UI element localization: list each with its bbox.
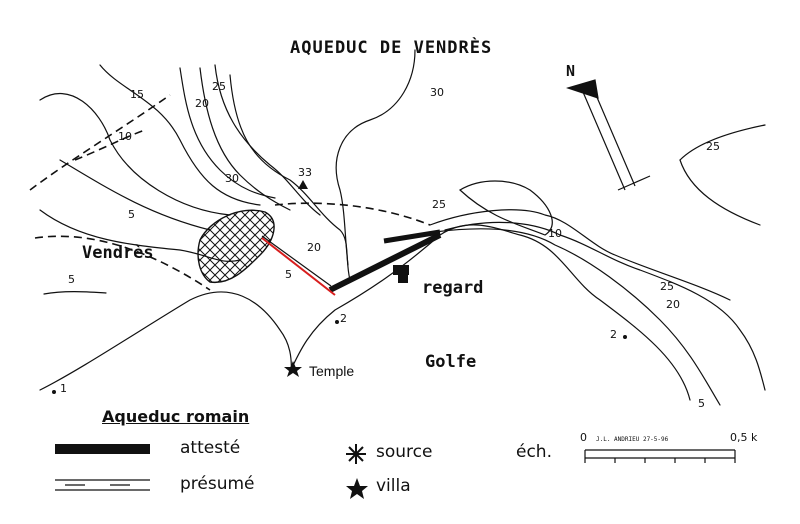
presumed-aqueduct-north [274,202,431,226]
contour-line [39,93,231,216]
elevation-marker [298,180,308,189]
contour-line [429,209,731,301]
contour-label: 10 [118,130,132,143]
contour-label: 5 [68,273,75,286]
contour-line [679,124,766,161]
map-credit: J.L. ANDRIEU 27-5-96 [596,436,669,443]
small-island [43,291,107,295]
contour-label: 5 [128,208,135,221]
contour-label: 25 [432,198,446,211]
contour-label: 20 [666,298,680,311]
contour-label: 5 [285,268,292,281]
legend-presumed: présumé [180,474,255,494]
north-label: N [566,62,576,80]
legend-presumed-symbol [55,479,150,491]
place-vendres: Vendrès [82,243,154,263]
contour-line [99,64,261,206]
presumed-aqueduct-west [74,129,146,161]
aqueduct-edge [261,235,332,287]
coastline [444,221,766,391]
contour-label: 10 [548,227,562,240]
legend-source: source [376,442,433,462]
presumed-aqueduct-road [34,235,211,291]
contour-line [214,64,321,216]
north-arrow [566,79,651,191]
scale-bar [584,449,736,463]
attested-aqueduct [328,232,442,293]
legend-title: Aqueduc romain [102,407,250,426]
temple-star-icon [284,361,302,377]
map-title: AQUEDUC DE VENDRÈS [290,38,493,58]
place-golfe: Golfe [425,352,477,372]
contour-label: 25 [660,280,674,293]
scale-start: 0 [580,431,587,444]
contour-label: 20 [307,241,321,254]
regard-marker [398,275,408,283]
contour-line [59,159,211,231]
source-icon [346,444,366,464]
coastline [39,291,293,391]
villa-star-icon [346,478,368,499]
scale-label: éch. [516,442,552,462]
contour-label: 25 [706,140,720,153]
scale-end: 0,5 k [730,431,758,444]
place-regard: regard [422,278,484,298]
contour-label: 20 [195,97,209,110]
contour-line [335,49,416,266]
contour-label: 33 [298,166,312,179]
regard-marker [393,265,409,275]
point-marker [335,320,339,324]
contour-line [434,228,721,406]
hatched-zone [197,209,275,284]
attested-aqueduct [383,229,441,244]
contour-label: 5 [698,397,705,410]
aqueduct-highlight [261,237,336,296]
contour-label: 2 [610,328,617,341]
contour-label: 30 [225,172,239,185]
contour-label: 30 [430,86,444,99]
contour-label: 1 [60,382,67,395]
contour-line [679,159,761,226]
contour-label: 15 [130,88,144,101]
point-marker [52,390,56,394]
contour-line [179,67,276,199]
legend-attested-symbol [55,444,150,454]
coastline [289,224,691,401]
legend-villa: villa [376,476,411,496]
contour-line [199,67,291,211]
contour-label: 2 [340,312,347,325]
place-temple: Temple [309,363,355,379]
peninsula [459,180,553,236]
presumed-aqueduct-west [29,94,171,191]
contour-label: 25 [212,80,226,93]
legend-attested: attesté [180,438,241,458]
point-marker [623,335,627,339]
